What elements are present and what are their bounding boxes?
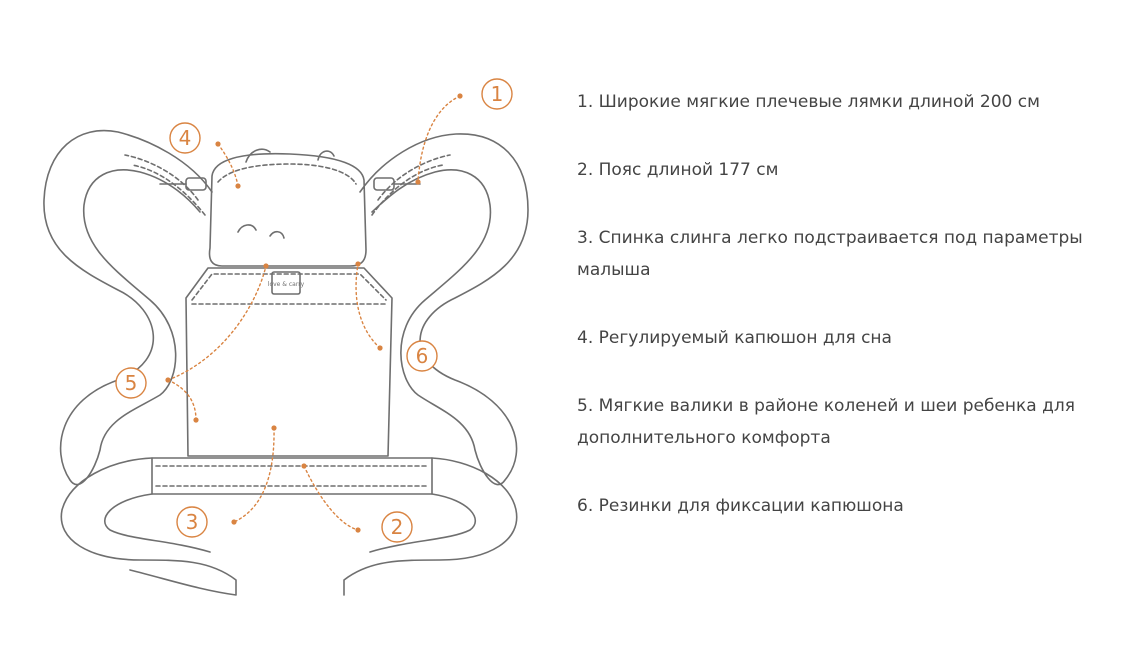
callout-4-circle — [169, 122, 201, 154]
callout-3-circle — [176, 506, 208, 538]
callout-2-circle — [381, 511, 413, 543]
feature-item: 3. Спинка слинга легко подстраивается по… — [577, 228, 1083, 280]
callout-1: 1 — [491, 82, 504, 106]
baby-carrier-diagram: love & carry 1 2 3 4 — [43, 78, 529, 596]
callout-5: 5 — [125, 371, 138, 395]
callout-1-circle — [481, 78, 513, 110]
right-shoulder-strap — [359, 133, 529, 486]
carrier-body — [185, 267, 393, 457]
waist-belt — [151, 457, 433, 495]
left-shoulder-strap — [43, 129, 213, 486]
callout-5-circle — [115, 367, 147, 399]
callout-6-circle — [406, 340, 438, 372]
logo-tag — [271, 271, 301, 295]
logo-text: love & carry — [268, 281, 305, 288]
feature-item: 1. Широкие мягкие плечевые лямки длиной … — [577, 92, 1040, 112]
callout-6: 6 — [416, 344, 429, 368]
feature-item: 4. Регулируемый капюшон для сна — [577, 328, 892, 348]
feature-item: 5. Мягкие валики в районе коленей и шеи … — [577, 396, 1075, 448]
feature-item: 2. Пояс длиной 177 см — [577, 160, 779, 180]
callout-2: 2 — [391, 515, 404, 539]
feature-list: 1. Широкие мягкие плечевые лямки длиной … — [577, 86, 1097, 558]
callout-3: 3 — [186, 510, 199, 534]
feature-item: 6. Резинки для фиксации капюшона — [577, 496, 904, 516]
callout-4: 4 — [179, 126, 192, 150]
